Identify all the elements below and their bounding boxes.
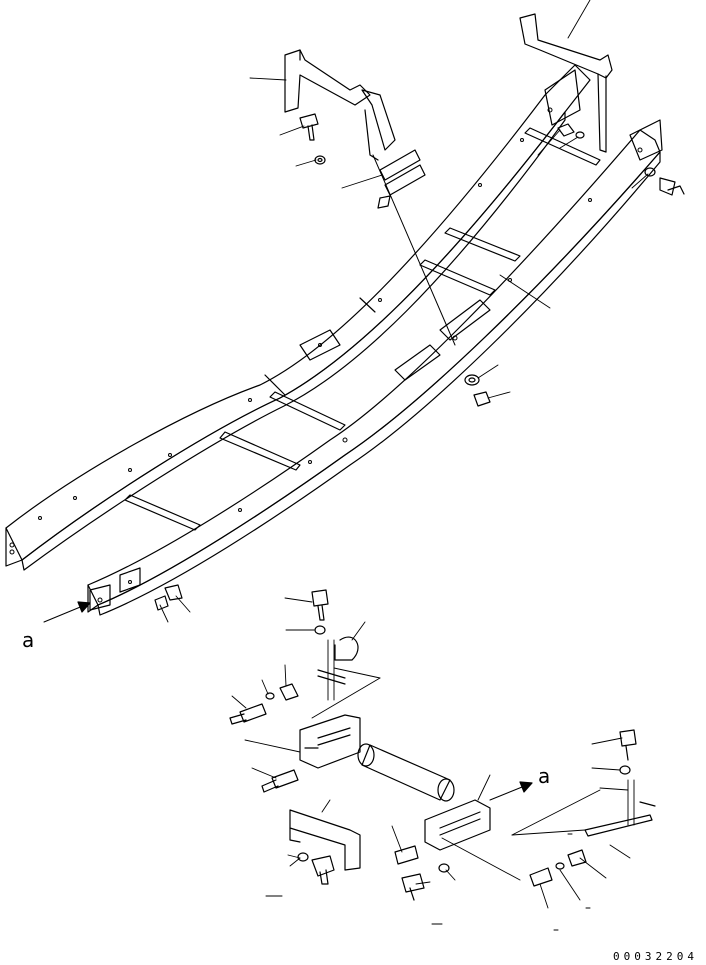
hydraulic-cylinder	[361, 744, 451, 801]
cross-members	[124, 127, 601, 531]
leader-lines-upper	[159, 0, 649, 623]
bolt-right	[659, 177, 685, 196]
view-arrow-lower	[489, 781, 533, 801]
bolt-detail-1	[311, 589, 329, 621]
frame-assembly	[5, 64, 663, 616]
right-rail	[87, 129, 661, 606]
u-bolt	[334, 636, 359, 661]
view-arrow-upper	[43, 601, 91, 623]
bolt-detail-4	[619, 729, 637, 761]
rod	[317, 669, 346, 685]
washer-mid	[464, 374, 480, 386]
fitting-right	[394, 845, 419, 865]
washer-lower-left	[154, 595, 169, 611]
washer-top-left	[314, 155, 326, 165]
nut-detail	[279, 683, 299, 701]
washer-detail-2	[297, 852, 309, 862]
rail-holes	[9, 107, 643, 603]
stray-marks	[265, 833, 591, 931]
leader-lines-detail	[231, 597, 631, 909]
left-rail	[5, 64, 591, 561]
plate-stack	[377, 149, 426, 209]
nut-lower-left	[164, 584, 183, 601]
top-hardware	[154, 113, 685, 611]
left-bracket	[299, 714, 361, 769]
view-mark-upper: a	[22, 628, 34, 652]
view-mark-lower: a	[538, 764, 550, 788]
upper-bracket-left	[284, 49, 396, 161]
washer-detail-1	[314, 625, 326, 635]
bolt-detail-3	[401, 873, 425, 901]
bolt-top-left	[299, 113, 319, 141]
right-bracket	[424, 799, 491, 851]
nut-lower-right	[567, 849, 587, 867]
fitting-left	[229, 703, 267, 725]
lower-left-bracket	[289, 809, 361, 871]
fitting-lower	[529, 867, 553, 887]
upper-bracket-right	[519, 13, 613, 153]
detail-view-a	[229, 589, 656, 901]
pin-rod	[584, 814, 653, 837]
fitting-left-lower	[261, 769, 299, 793]
nut-upper-right	[557, 123, 575, 137]
washer-right	[644, 167, 656, 177]
bolt-detail-2	[311, 855, 335, 885]
nut-mid	[473, 391, 491, 407]
document-number: 00032204	[613, 950, 698, 963]
